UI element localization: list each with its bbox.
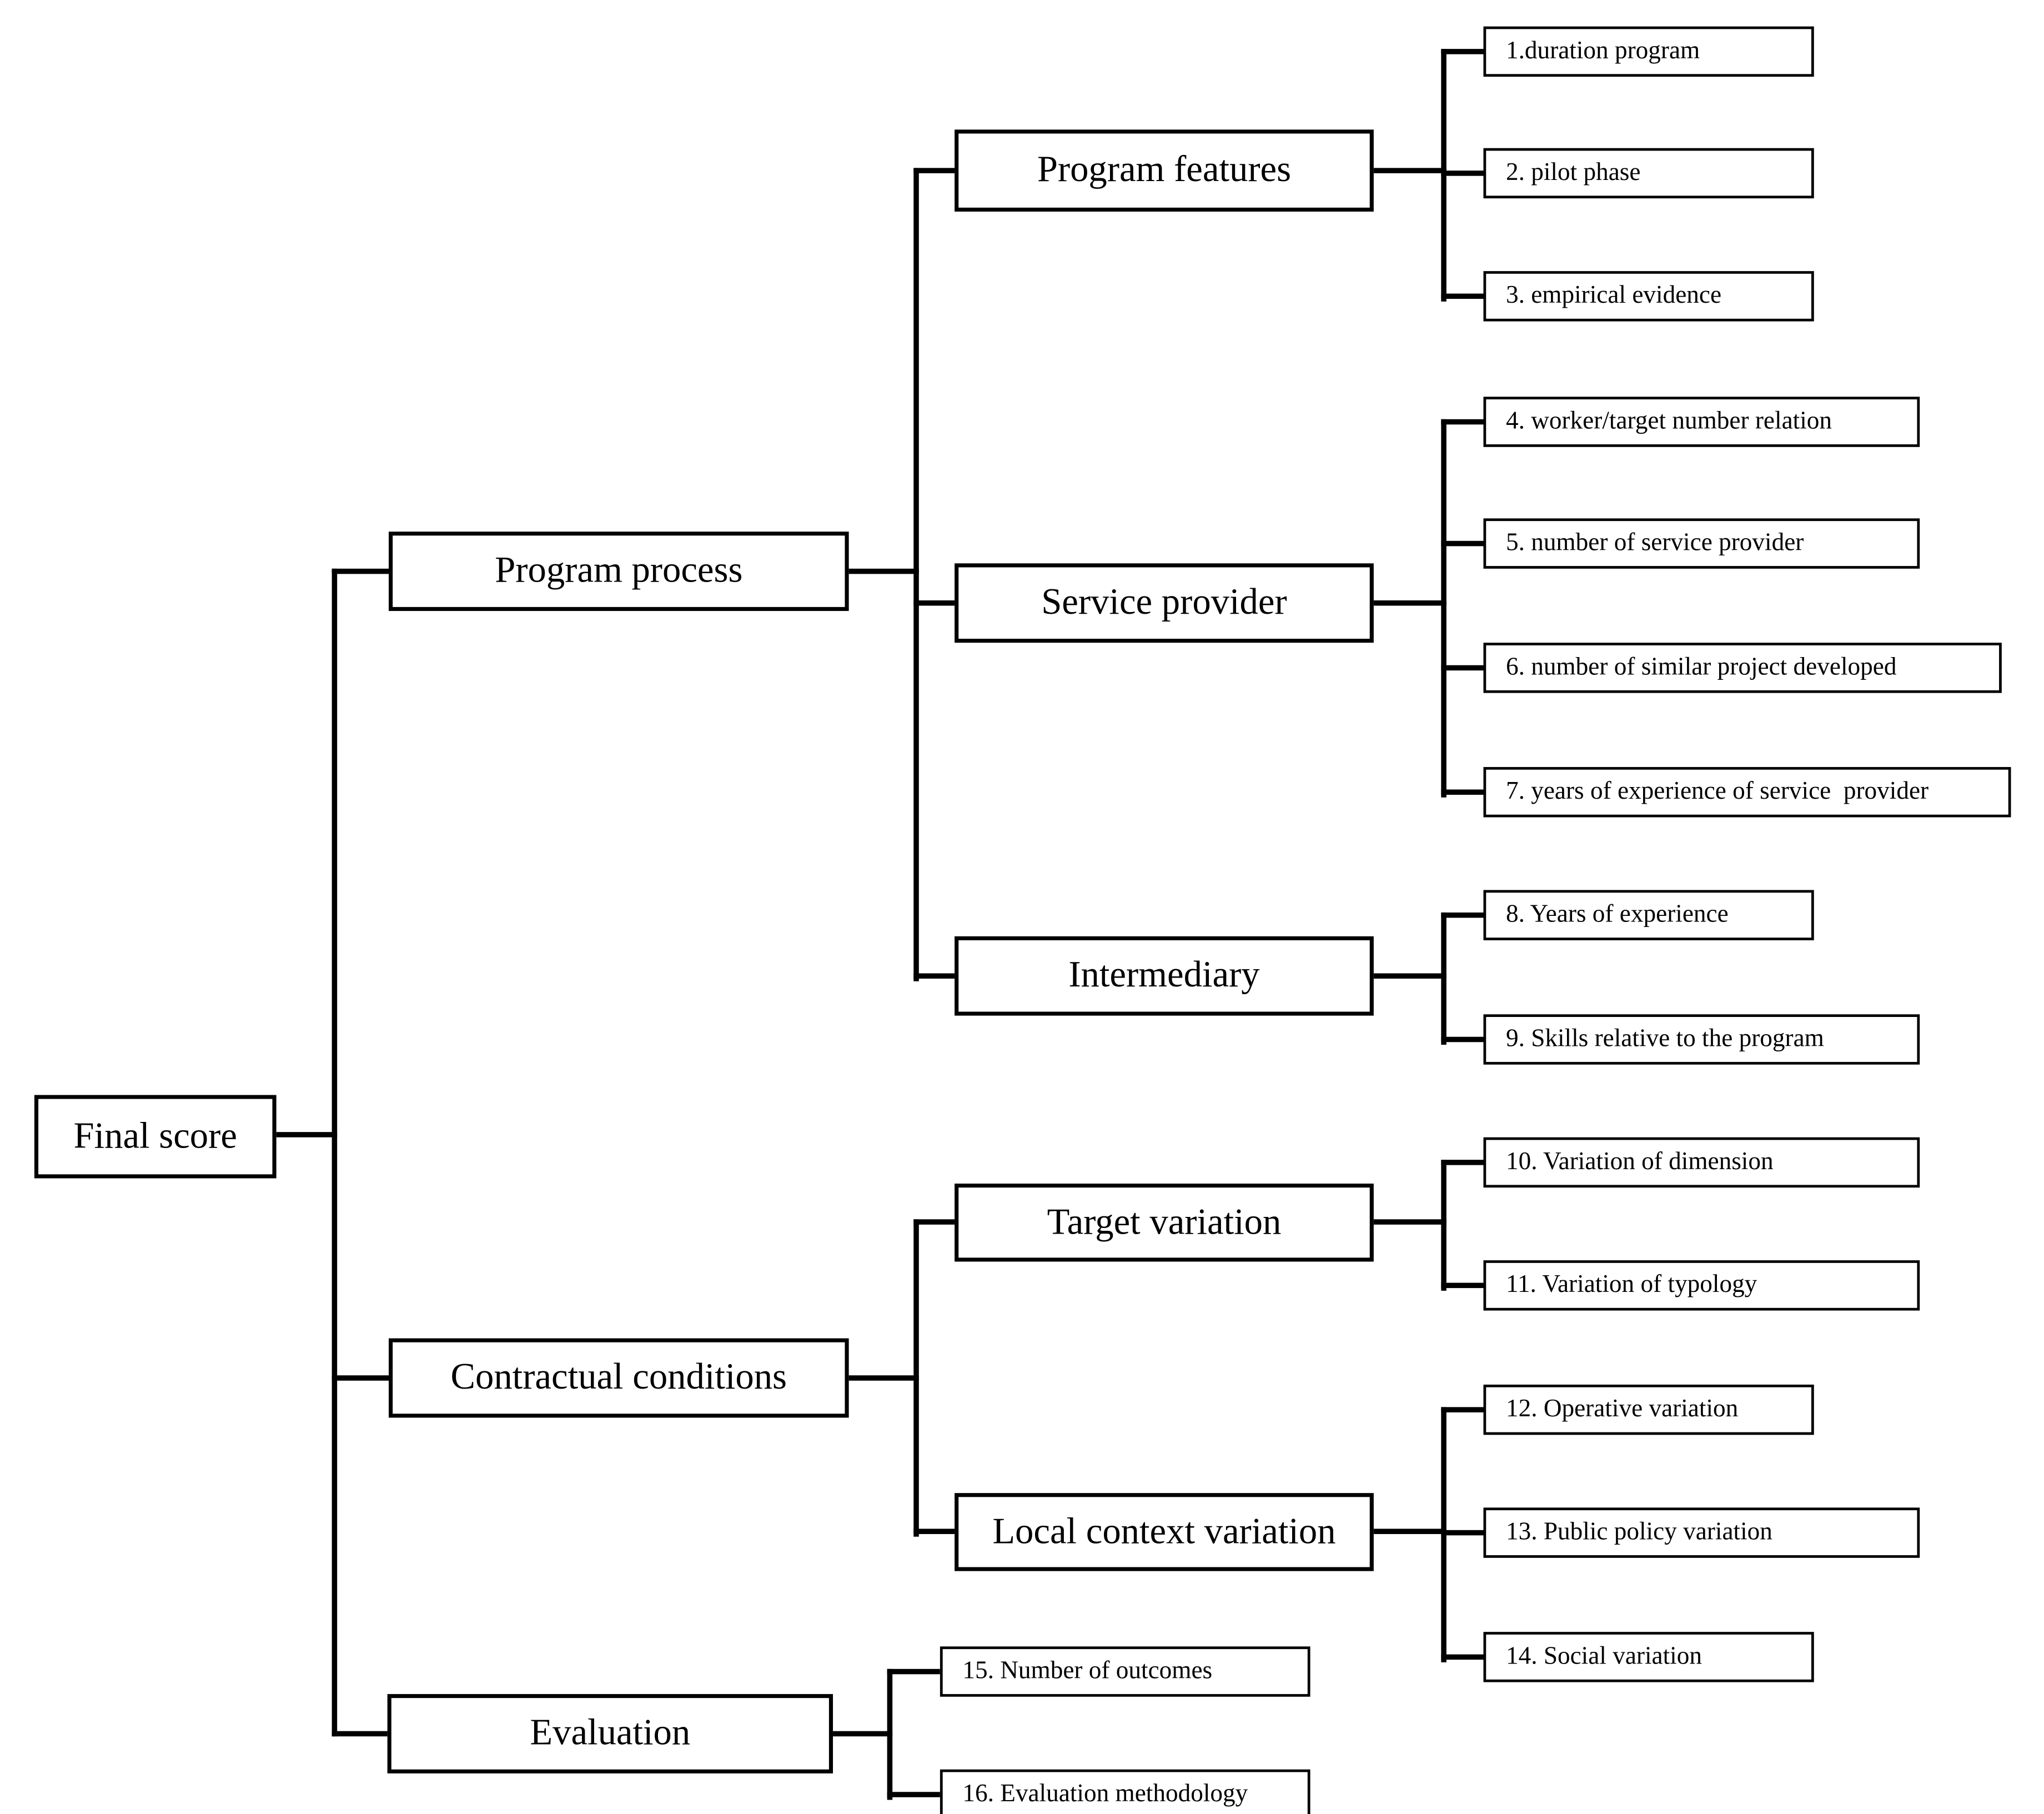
node-local-context-variation-label: Local context variation <box>992 1511 1336 1552</box>
node-program-process: Program process <box>389 532 849 612</box>
node-evaluation: Evaluation <box>387 1694 833 1773</box>
connector-stub-indicator-6 <box>1441 665 1484 671</box>
node-indicator-3: 3. empirical evidence <box>1483 271 1814 322</box>
node-program-process-label: Program process <box>495 550 743 592</box>
connector-evaluation-horizontal <box>833 1731 893 1737</box>
connector-stub-indicator-9 <box>1441 1036 1484 1043</box>
connector-stub-contractual-conditions <box>332 1375 389 1381</box>
connector-local-context-horizontal <box>1373 1529 1447 1534</box>
node-indicator-5: 5. number of service provider <box>1483 518 1920 569</box>
node-indicator-16-label: 16. Evaluation methodology <box>962 1780 1248 1808</box>
node-indicator-10: 10. Variation of dimension <box>1483 1137 1920 1188</box>
node-contractual-conditions-label: Contractual conditions <box>450 1356 787 1398</box>
connector-root-trunk <box>332 568 338 1737</box>
connector-stub-indicator-4 <box>1441 419 1484 425</box>
connector-stub-indicator-16 <box>887 1792 940 1797</box>
node-indicator-16: 16. Evaluation methodology <box>940 1769 1310 1814</box>
connector-stub-indicator-3 <box>1441 293 1484 299</box>
connector-stub-local-context-variation <box>913 1529 955 1534</box>
connector-stub-indicator-15 <box>887 1668 940 1675</box>
node-indicator-14: 14. Social variation <box>1483 1632 1814 1682</box>
connector-stub-indicator-1 <box>1441 49 1484 54</box>
node-indicator-7: 7. years of experience of service provid… <box>1483 766 2011 818</box>
connector-stub-intermediary <box>913 973 955 979</box>
node-indicator-9-label: 9. Skills relative to the program <box>1505 1025 1824 1053</box>
connector-stub-indicator-13 <box>1441 1530 1484 1536</box>
connector-intermediary-trunk <box>1441 912 1447 1045</box>
node-indicator-13: 13. Public policy variation <box>1483 1507 1920 1558</box>
node-evaluation-label: Evaluation <box>530 1712 691 1754</box>
node-program-features: Program features <box>955 129 1374 212</box>
node-indicator-15-label: 15. Number of outcomes <box>962 1657 1213 1685</box>
node-local-context-variation: Local context variation <box>955 1493 1374 1571</box>
node-intermediary-label: Intermediary <box>1068 955 1260 996</box>
node-target-variation: Target variation <box>955 1183 1374 1262</box>
node-indicator-11: 11. Variation of typology <box>1483 1260 1920 1311</box>
node-indicator-9: 9. Skills relative to the program <box>1483 1014 1920 1065</box>
node-indicator-1-label: 1.duration program <box>1505 37 1700 65</box>
connector-root-horizontal <box>276 1132 338 1137</box>
connector-program-process-horizontal <box>848 568 919 574</box>
connector-target-variation-trunk <box>1441 1160 1447 1291</box>
connector-stub-evaluation <box>332 1731 388 1737</box>
connector-evaluation-trunk <box>887 1668 893 1800</box>
connector-service-provider-trunk <box>1441 419 1447 798</box>
node-indicator-1: 1.duration program <box>1483 26 1814 77</box>
node-target-variation-label: Target variation <box>1047 1201 1282 1242</box>
node-service-provider: Service provider <box>955 563 1374 643</box>
connector-stub-program-features <box>913 168 955 173</box>
node-indicator-7-label: 7. years of experience of service provid… <box>1505 778 1929 806</box>
connector-stub-service-provider <box>913 600 955 606</box>
node-indicator-2: 2. pilot phase <box>1483 148 1814 199</box>
node-indicator-12: 12. Operative variation <box>1483 1384 1814 1435</box>
node-indicator-3-label: 3. empirical evidence <box>1505 282 1722 310</box>
connector-stub-program-process <box>332 568 389 574</box>
node-indicator-5-label: 5. number of service provider <box>1505 529 1804 557</box>
connector-contractual-trunk <box>913 1219 919 1537</box>
connector-intermediary-horizontal <box>1373 973 1447 979</box>
connector-target-variation-horizontal <box>1373 1219 1447 1225</box>
connector-stub-indicator-12 <box>1441 1407 1484 1412</box>
node-indicator-14-label: 14. Social variation <box>1505 1642 1703 1671</box>
node-service-provider-label: Service provider <box>1041 582 1287 623</box>
connector-program-process-trunk <box>913 168 919 981</box>
node-program-features-label: Program features <box>1037 149 1292 191</box>
connector-stub-indicator-5 <box>1441 540 1484 547</box>
node-final-score-label: Final score <box>73 1115 237 1157</box>
connector-stub-target-variation <box>913 1219 955 1225</box>
node-indicator-4-label: 4. worker/target number relation <box>1505 407 1832 435</box>
node-final-score: Final score <box>34 1095 277 1179</box>
connector-stub-indicator-14 <box>1441 1654 1484 1660</box>
connector-stub-indicator-8 <box>1441 912 1484 918</box>
connector-contractual-horizontal <box>848 1375 919 1381</box>
node-indicator-13-label: 13. Public policy variation <box>1505 1518 1772 1546</box>
node-indicator-12-label: 12. Operative variation <box>1505 1395 1739 1423</box>
node-indicator-8: 8. Years of experience <box>1483 890 1814 940</box>
node-indicator-8-label: 8. Years of experience <box>1505 900 1729 929</box>
node-indicator-6-label: 6. number of similar project developed <box>1505 653 1897 681</box>
node-indicator-4: 4. worker/target number relation <box>1483 397 1920 447</box>
connector-program-features-horizontal <box>1373 168 1447 173</box>
connector-stub-indicator-11 <box>1441 1282 1484 1289</box>
node-indicator-6: 6. number of similar project developed <box>1483 643 2002 693</box>
connector-stub-indicator-10 <box>1441 1160 1484 1165</box>
connector-stub-indicator-7 <box>1441 789 1484 795</box>
node-contractual-conditions: Contractual conditions <box>389 1338 849 1418</box>
node-indicator-15: 15. Number of outcomes <box>940 1646 1310 1697</box>
node-intermediary: Intermediary <box>955 936 1374 1016</box>
node-indicator-2-label: 2. pilot phase <box>1505 158 1641 187</box>
node-indicator-11-label: 11. Variation of typology <box>1505 1271 1757 1299</box>
connector-service-provider-horizontal <box>1373 600 1447 606</box>
connector-stub-indicator-2 <box>1441 171 1484 176</box>
node-indicator-10-label: 10. Variation of dimension <box>1505 1147 1774 1176</box>
